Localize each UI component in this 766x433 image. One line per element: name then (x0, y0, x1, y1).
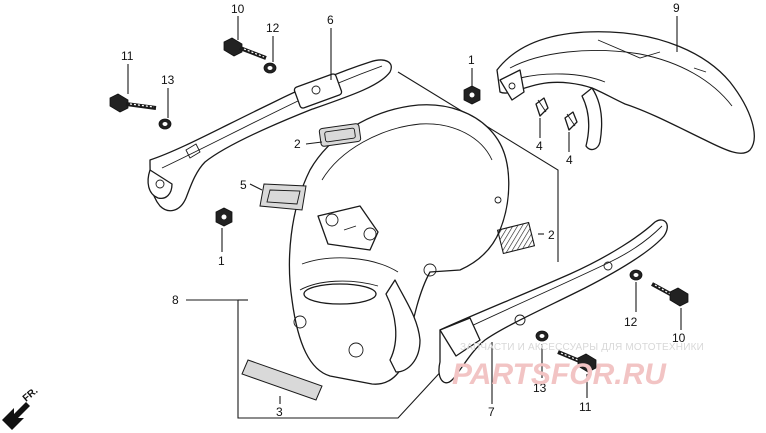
clip-4b (564, 111, 578, 131)
label-2-lower: 2 (548, 228, 555, 242)
bolt-11-top (109, 93, 157, 113)
label-7: 7 (488, 405, 495, 419)
watermark-logo: PARTSFOR.RU (452, 358, 667, 391)
nut-1-left (215, 207, 233, 227)
clip-4a (535, 97, 549, 117)
label-4a: 4 (536, 139, 543, 153)
label-12-top: 12 (266, 21, 280, 35)
label-1-left: 1 (218, 254, 225, 268)
part-labels: 10 12 6 11 13 1 9 4 4 2 5 2 1 8 3 12 10 … (121, 1, 686, 419)
leader-lines (127, 16, 682, 404)
washer-12-bottom (629, 269, 643, 281)
washer-13-top (158, 118, 172, 130)
label-12-bottom: 12 (624, 315, 638, 329)
label-5: 5 (240, 178, 247, 192)
watermark-tagline: ЗАПЧАСТИ И АКСЕССУАРЫ ДЛЯ МОТОТЕХНИКИ (460, 342, 704, 353)
bolt-10-bottom (651, 282, 689, 307)
arrow-icon (2, 402, 30, 430)
rear-fender (288, 104, 510, 385)
strip (241, 359, 323, 401)
assembly-frame (237, 71, 559, 419)
bolt-11-bottom (557, 350, 597, 373)
reflector-upper (318, 123, 362, 147)
label-8: 8 (172, 293, 179, 307)
direction-label: FR. (21, 385, 41, 404)
label-10-bottom: 10 (672, 331, 686, 345)
front-fender (496, 31, 755, 154)
label-2-upper: 2 (294, 137, 301, 151)
watermark: ЗАПЧАСТИ И АКСЕССУАРЫ ДЛЯ МОТОТЕХНИКИ PA… (452, 342, 704, 391)
nut-1-top (463, 85, 481, 105)
label-10-top: 10 (231, 2, 245, 16)
washer-13-bottom (535, 330, 549, 342)
label-13-top: 13 (161, 73, 175, 87)
bolt-10-top (223, 37, 267, 60)
pad (259, 183, 307, 211)
label-1-top: 1 (468, 53, 475, 67)
label-11-top: 11 (121, 49, 134, 63)
label-3: 3 (276, 405, 283, 419)
side-rail-left (147, 59, 392, 212)
label-6: 6 (327, 13, 334, 27)
label-13-bottom: 13 (533, 381, 547, 395)
side-rail-right (438, 219, 668, 384)
label-4b: 4 (566, 153, 573, 167)
reflector-lower (496, 221, 536, 255)
label-9: 9 (673, 1, 680, 15)
label-11-bottom: 11 (579, 400, 592, 414)
washer-12-top (263, 62, 277, 74)
front-direction-marker: FR. (2, 385, 40, 430)
